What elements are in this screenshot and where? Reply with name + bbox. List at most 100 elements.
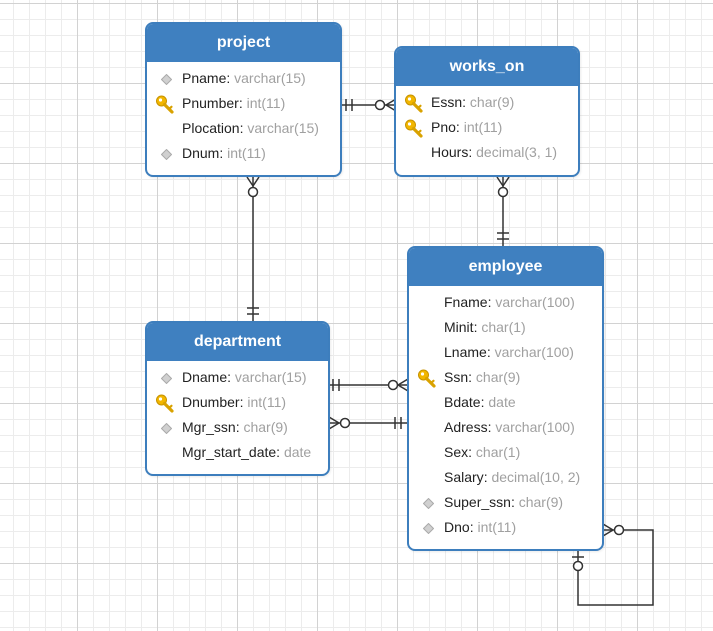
works-on-table[interactable]: works_on Essn: char(9) Pno: int(11) Hours:…	[394, 46, 580, 177]
column-label: Super_ssn: char(9)	[444, 494, 564, 510]
column-label: Ssn: char(9)	[444, 369, 521, 385]
column-type: decimal(3, 1)	[476, 144, 558, 160]
column-label: Essn: char(9)	[431, 94, 515, 110]
foreign-key-diamond-icon	[155, 365, 175, 390]
column-row[interactable]: Dnumber: int(11)	[147, 390, 328, 415]
column-row[interactable]: Fname: varchar(100)	[409, 290, 602, 315]
column-type: char(1)	[481, 319, 526, 335]
column-label: Bdate: date	[444, 394, 516, 410]
column-label: Dnum: int(11)	[182, 145, 266, 161]
column-row[interactable]: Pname: varchar(15)	[147, 66, 340, 91]
column-type: varchar(15)	[234, 369, 307, 385]
column-label: Plocation: varchar(15)	[182, 120, 319, 136]
column-label: Mgr_ssn: char(9)	[182, 419, 288, 435]
column-type: decimal(10, 2)	[491, 469, 581, 485]
foreign-key-diamond-icon	[417, 490, 437, 515]
column-row[interactable]: Ssn: char(9)	[409, 365, 602, 390]
column-row[interactable]: Dname: varchar(15)	[147, 365, 328, 390]
column-label: Dnumber: int(11)	[182, 394, 287, 410]
column-label: Sex: char(1)	[444, 444, 521, 460]
primary-key-icon	[155, 91, 175, 116]
column-name: Minit	[444, 319, 474, 335]
column-name: Adress	[444, 419, 488, 435]
column-type: int(11)	[477, 519, 517, 535]
rel-employee-self[interactable]	[572, 523, 654, 606]
column-list: Fname: varchar(100) Minit: char(1) Lname: …	[409, 286, 602, 540]
column-name: Dname	[182, 369, 228, 385]
foreign-key-diamond-icon	[155, 66, 175, 91]
column-row[interactable]: Bdate: date	[409, 390, 602, 415]
column-type: char(9)	[243, 419, 288, 435]
employee-table[interactable]: employee Fname: varchar(100) Minit: char(…	[407, 246, 604, 551]
column-type: varchar(100)	[495, 294, 575, 310]
column-type: int(11)	[247, 394, 287, 410]
column-row[interactable]: Adress: varchar(100)	[409, 415, 602, 440]
column-name: Bdate	[444, 394, 481, 410]
table-title: department	[147, 323, 328, 361]
column-name: Ssn	[444, 369, 469, 385]
column-row[interactable]: Hours: decimal(3, 1)	[396, 140, 578, 165]
table-title: works_on	[396, 48, 578, 86]
column-row[interactable]: Minit: char(1)	[409, 315, 602, 340]
foreign-key-diamond-icon	[155, 141, 175, 166]
rel-employee-works-on[interactable]	[496, 176, 510, 247]
primary-key-icon	[155, 390, 175, 415]
rel-department-project[interactable]	[246, 176, 260, 322]
column-type: date	[283, 444, 312, 460]
column-row[interactable]: Sex: char(1)	[409, 440, 602, 465]
column-name: Lname	[444, 344, 487, 360]
column-name: Pnumber	[182, 95, 239, 111]
column-type: int(11)	[246, 95, 286, 111]
column-name: Dnum	[182, 145, 220, 161]
foreign-key-diamond-icon	[155, 415, 175, 440]
column-row[interactable]: Pnumber: int(11)	[147, 91, 340, 116]
column-row[interactable]: Mgr_start_date: date	[147, 440, 328, 465]
column-list: Essn: char(9) Pno: int(11) Hours: decimal(…	[396, 86, 578, 165]
project-table[interactable]: project Pname: varchar(15) Pnumber: int(1…	[145, 22, 342, 177]
column-type: int(11)	[227, 145, 266, 161]
foreign-key-diamond-icon	[417, 515, 437, 540]
column-name: Super_ssn	[444, 494, 511, 510]
column-row[interactable]: Lname: varchar(100)	[409, 340, 602, 365]
column-row[interactable]: Plocation: varchar(15)	[147, 116, 340, 141]
column-name: Mgr_start_date	[182, 444, 277, 460]
column-label: Minit: char(1)	[444, 319, 526, 335]
column-label: Dno: int(11)	[444, 519, 517, 535]
column-name: Hours	[431, 144, 469, 160]
column-row[interactable]: Pno: int(11)	[396, 115, 578, 140]
table-title: project	[147, 24, 340, 62]
rel-department-employee-lower[interactable]	[328, 416, 408, 430]
rel-department-employee-upper[interactable]	[329, 378, 409, 392]
column-name: Dno	[444, 519, 470, 535]
column-label: Pno: int(11)	[431, 119, 503, 135]
column-type: date	[488, 394, 516, 410]
column-name: Salary	[444, 469, 484, 485]
rel-project-works-on[interactable]	[342, 98, 397, 112]
column-row[interactable]: Mgr_ssn: char(9)	[147, 415, 328, 440]
column-row[interactable]: Super_ssn: char(9)	[409, 490, 602, 515]
column-type: char(9)	[518, 494, 564, 510]
column-list: Pname: varchar(15) Pnumber: int(11) Plocat…	[147, 62, 340, 166]
column-row[interactable]: Dno: int(11)	[409, 515, 602, 540]
column-label: Fname: varchar(100)	[444, 294, 575, 310]
column-label: Pnumber: int(11)	[182, 95, 286, 111]
column-row[interactable]: Dnum: int(11)	[147, 141, 340, 166]
column-name: Pno	[431, 119, 456, 135]
column-name: Plocation	[182, 120, 240, 136]
column-list: Dname: varchar(15) Dnumber: int(11) Mgr_ss…	[147, 361, 328, 465]
column-name: Essn	[431, 94, 463, 110]
column-name: Fname	[444, 294, 488, 310]
primary-key-icon	[404, 115, 424, 140]
department-table[interactable]: department Dname: varchar(15) Dnumber: in…	[145, 321, 330, 476]
column-label: Mgr_start_date: date	[182, 444, 312, 460]
column-label: Lname: varchar(100)	[444, 344, 574, 360]
column-name: Mgr_ssn	[182, 419, 236, 435]
column-row[interactable]: Essn: char(9)	[396, 90, 578, 115]
column-type: char(1)	[475, 444, 521, 460]
primary-key-icon	[404, 90, 424, 115]
column-label: Adress: varchar(100)	[444, 419, 575, 435]
table-title: employee	[409, 248, 602, 286]
column-type: int(11)	[463, 119, 503, 135]
column-row[interactable]: Salary: decimal(10, 2)	[409, 465, 602, 490]
